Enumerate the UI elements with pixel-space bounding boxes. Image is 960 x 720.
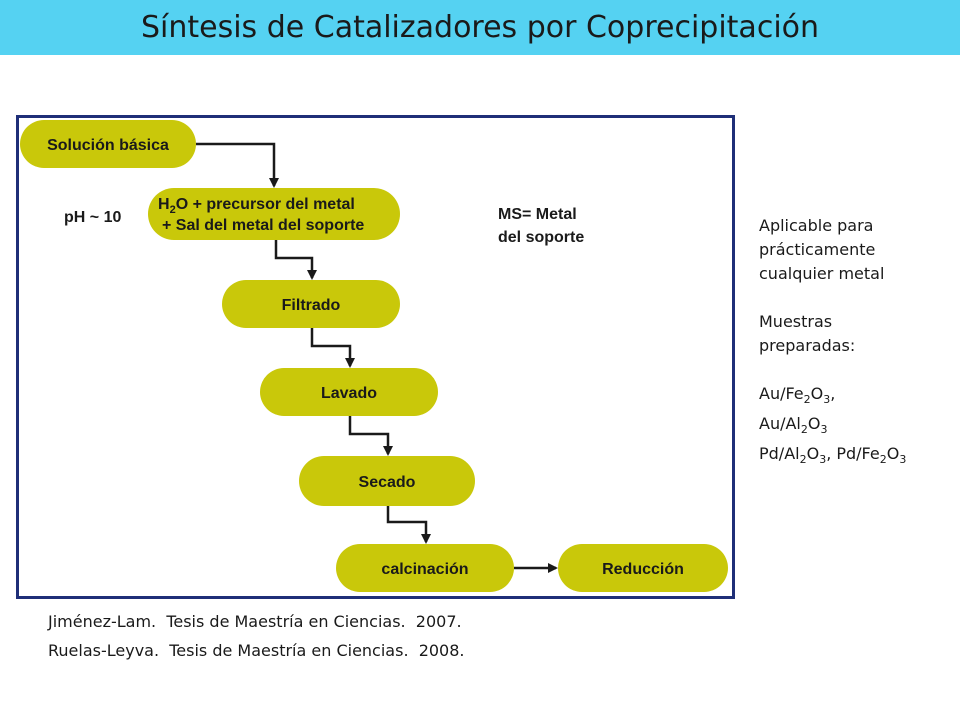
notes-panel: Aplicable para prácticamente cualquier m… (759, 214, 954, 473)
sample-au-fe2o3: Au/Fe2O3, (759, 384, 836, 407)
reference-2: Ruelas-Leyva. Tesis de Maestría en Cienc… (48, 641, 465, 660)
node-calcinacion (336, 544, 514, 592)
h2o-rest: O + precursor del metal (176, 196, 355, 213)
ms-label-line2: del soporte (498, 229, 584, 246)
node-precursor-label-1: H2O + precursor del metal (158, 196, 355, 216)
applicable-line-3: cualquier metal (759, 264, 885, 283)
samples-line-2: preparadas: (759, 336, 856, 355)
node-solucion-label: Solución básica (47, 137, 169, 154)
node-precursor-label-2: + Sal del metal del soporte (162, 217, 364, 234)
arrow-lavado-to-secado (348, 416, 393, 456)
samples-line-1: Muestras (759, 312, 833, 331)
node-secado (299, 456, 475, 506)
arrow-solucion-to-precursor (196, 142, 279, 188)
applicable-line-1: Aplicable para (759, 216, 874, 235)
node-secado-label: Secado (359, 474, 416, 491)
node-filtrado (222, 280, 400, 328)
node-lavado-label: Lavado (321, 385, 377, 402)
node-precursor (148, 188, 400, 240)
arrow-precursor-to-filtrado (274, 240, 317, 280)
node-reduccion-label: Reducción (602, 561, 684, 578)
ph-label: pH ~ 10 (64, 209, 121, 226)
arrow-secado-to-calcinacion (386, 506, 431, 544)
arrow-filtrado-to-lavado (310, 328, 355, 368)
diagram-frame (16, 115, 735, 599)
h2o-sub: 2 (170, 204, 176, 216)
sample-pd-al2o3-pd-fe2o3: Pd/Al2O3, Pd/Fe2O3 (759, 444, 907, 467)
reference-1: Jiménez-Lam. Tesis de Maestría en Cienci… (48, 612, 462, 631)
node-filtrado-label: Filtrado (282, 297, 341, 314)
node-reduccion (558, 544, 728, 592)
applicable-line-2: prácticamente (759, 240, 876, 259)
h2o-h: H (158, 196, 170, 213)
sample-au-al2o3: Au/Al2O3 (759, 414, 828, 437)
node-solucion-basica (20, 120, 196, 168)
title-bar (0, 0, 960, 55)
ms-label-line1: MS= Metal (498, 206, 577, 223)
node-lavado (260, 368, 438, 416)
page-title: Síntesis de Catalizadores por Coprecipit… (140, 10, 820, 45)
node-calcinacion-label: calcinación (381, 561, 468, 578)
